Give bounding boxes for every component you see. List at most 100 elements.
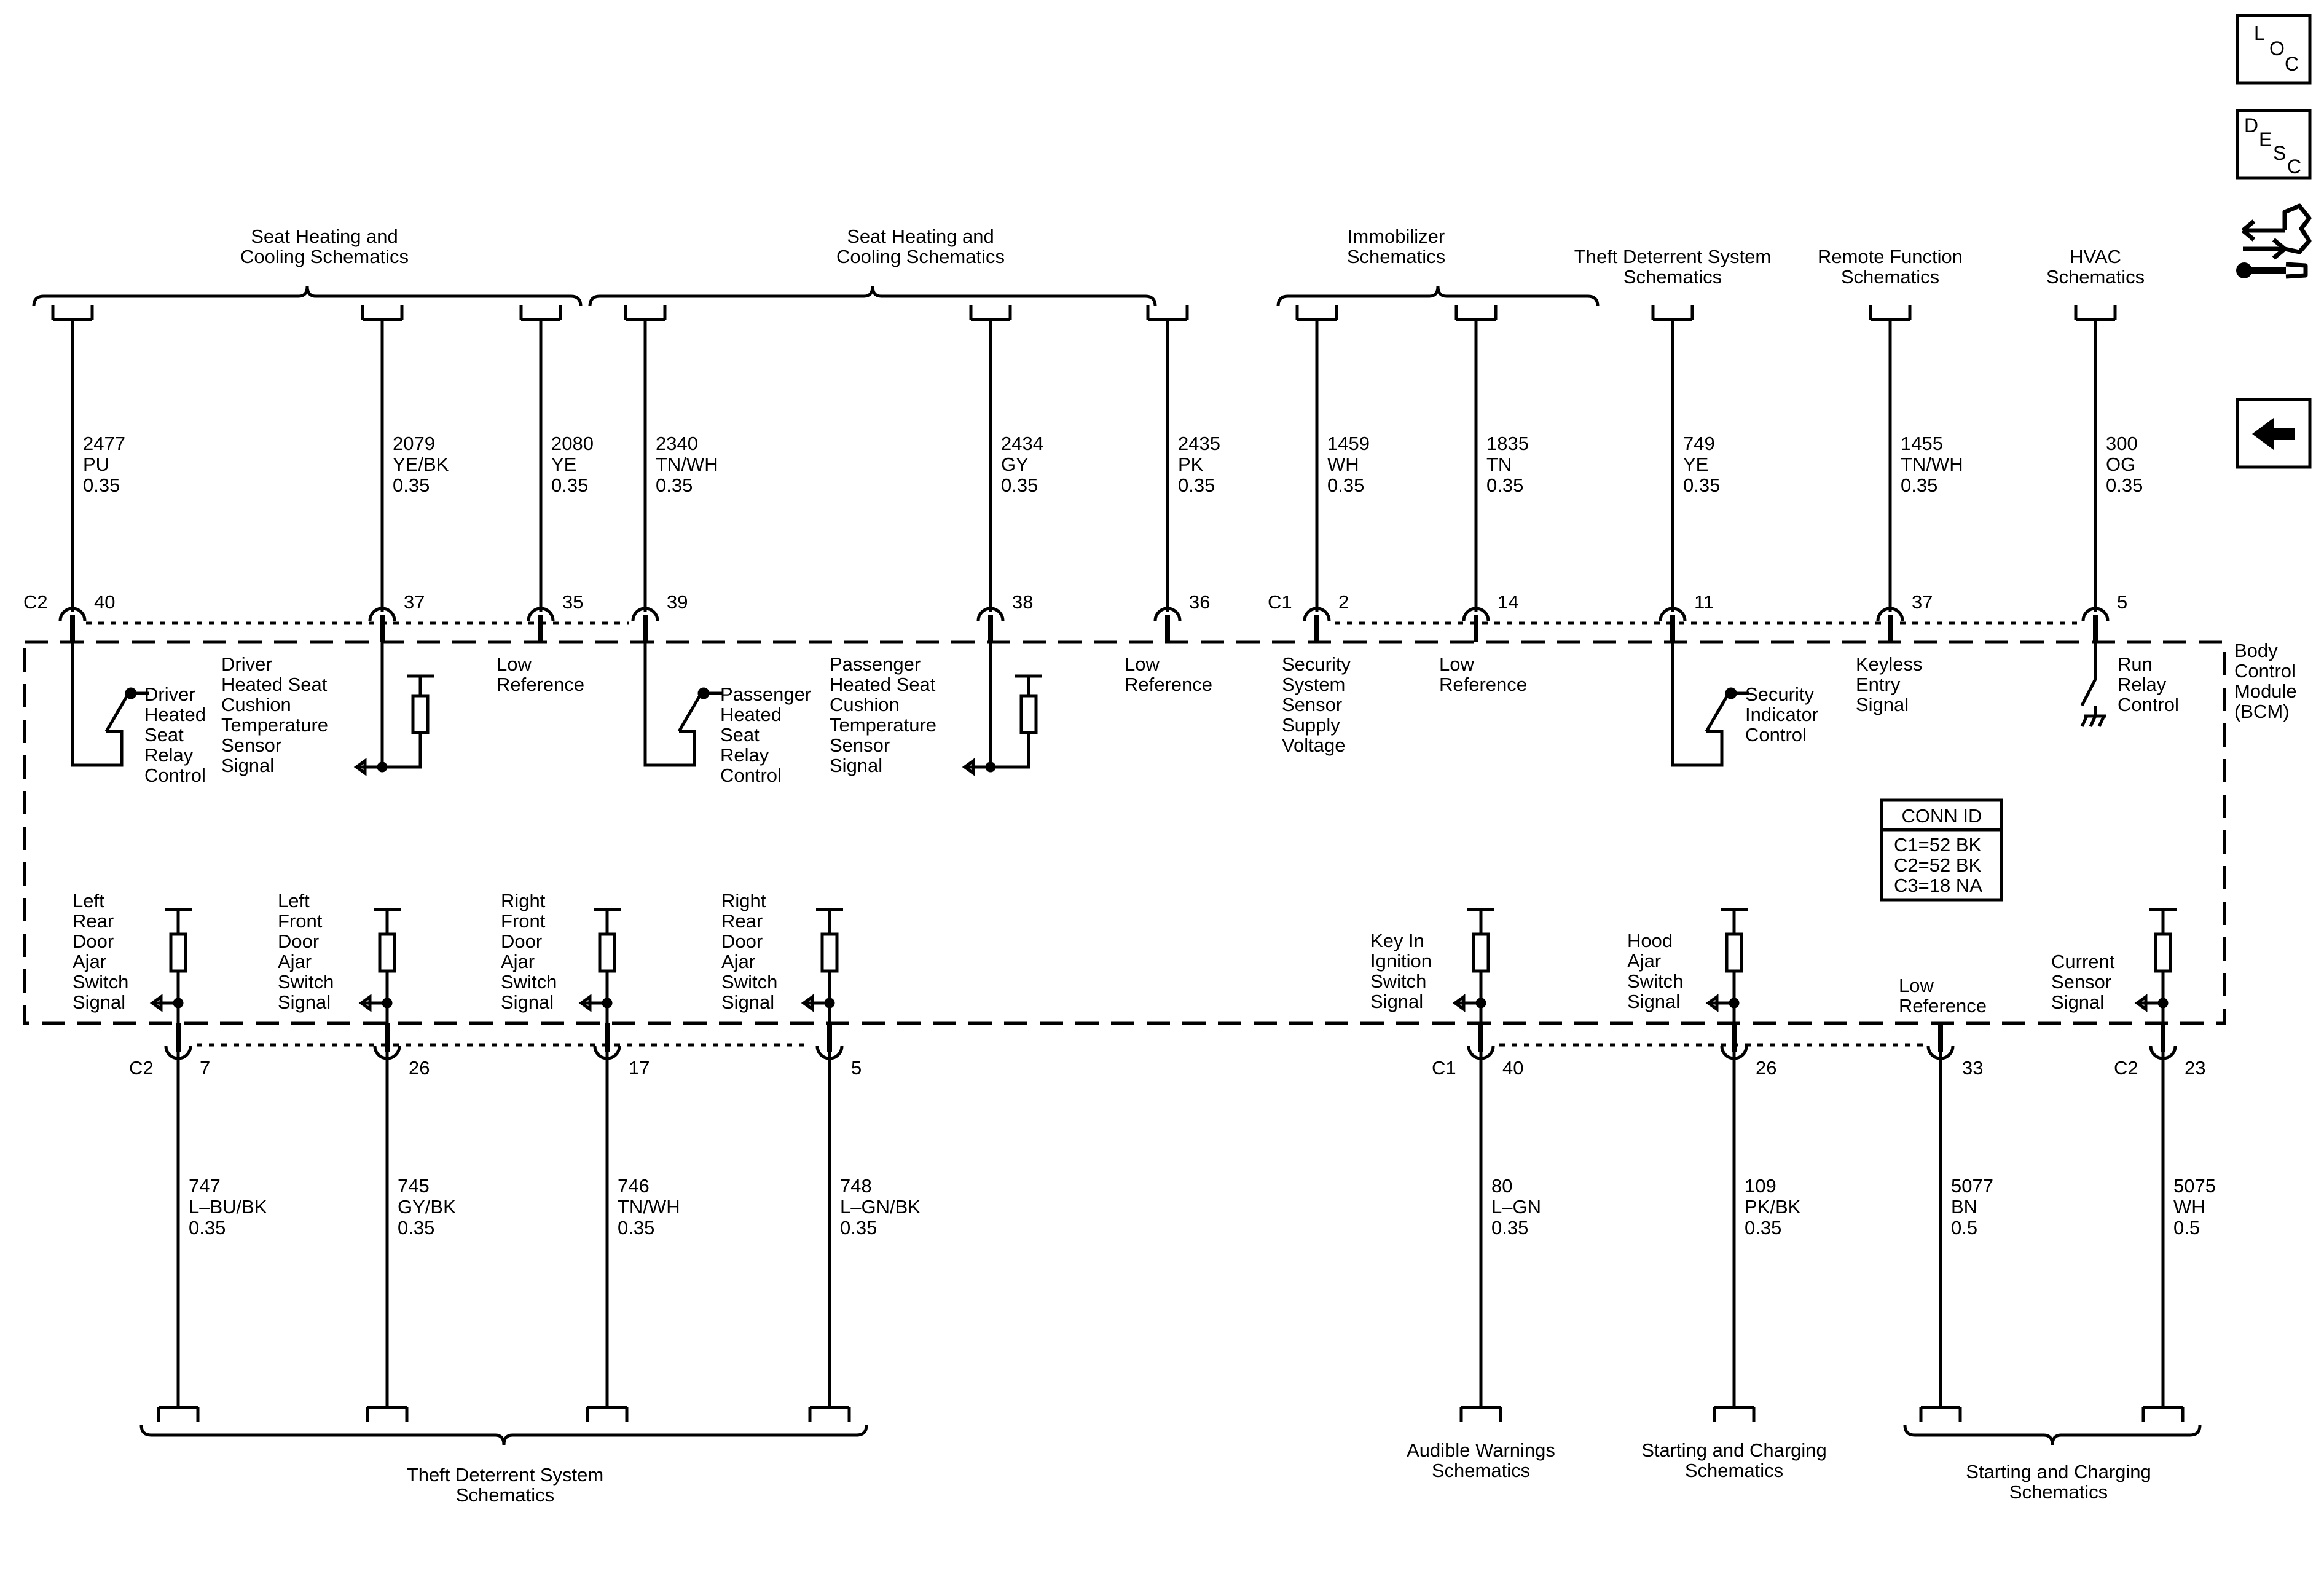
circuit-label: 748 (840, 1175, 872, 1197)
signal-label: Front (501, 910, 546, 932)
pullup-resistor (378, 932, 396, 973)
circuit-label: 2079 (393, 433, 435, 454)
signal-label: Voltage (1282, 734, 1345, 756)
back-button-frame[interactable] (2236, 398, 2312, 469)
circuit-label: 0.35 (618, 1217, 654, 1238)
signal-label: Reference (1899, 995, 1987, 1017)
signal-label: Low (1439, 653, 1474, 675)
desc-button-frame[interactable] (2236, 109, 2312, 180)
group-label: Schematics (1841, 266, 1939, 288)
signal-label: Low (1125, 653, 1160, 675)
connector-pin (1876, 607, 1904, 621)
signal-label: Door (501, 931, 542, 952)
wire-terminal (969, 305, 1012, 321)
signal-label: Signal (721, 991, 774, 1013)
circuit-label: 5075 (2173, 1175, 2216, 1197)
signal-label: Ajar (721, 951, 755, 972)
signal-label: Seat (720, 724, 760, 746)
signal-label: Ignition (1370, 950, 1432, 972)
circuit-label: 2477 (83, 433, 125, 454)
signal-label: Signal (73, 991, 125, 1013)
circuit-label: YE (1683, 454, 1708, 475)
conn-id-row: C2=52 BK (1894, 854, 1982, 876)
circuit-label: L–GN/BK (840, 1196, 921, 1218)
circuit-label: 0.35 (393, 474, 430, 496)
bcm-boundary (23, 640, 2226, 1025)
wire-terminal (1295, 305, 1338, 321)
desc-letter-e: E (2259, 128, 2272, 151)
signal-label: Switch (721, 971, 777, 993)
signal-label: Sensor (221, 734, 281, 756)
circuit-label: 5077 (1951, 1175, 1993, 1197)
circuit-label: TN/WH (1901, 454, 1963, 475)
schematic-brace (588, 286, 1157, 307)
pin-number: 37 (404, 591, 425, 613)
signal-label: Switch (1627, 970, 1683, 992)
signal-label: Heated Seat (221, 674, 328, 695)
signal-label: System (1282, 674, 1345, 695)
signal-label: Switch (278, 971, 334, 993)
reference-voltage (594, 908, 621, 934)
wire-terminal (808, 1406, 851, 1422)
pin-number: 5 (851, 1057, 862, 1079)
circuit-label: 0.35 (1327, 474, 1364, 496)
connector-end-view-icon[interactable] (2236, 203, 2312, 279)
signal-label: Control (1745, 724, 1807, 746)
circuit-label: TN/WH (656, 454, 718, 475)
circuit-label: 0.35 (1178, 474, 1215, 496)
signal-label: Ajar (1627, 950, 1661, 972)
circuit-label: 2340 (656, 433, 698, 454)
svg-text:Module: Module (2234, 680, 2297, 702)
group-label: Schematics (1623, 266, 1722, 288)
group-label: Starting and Charging (1641, 1439, 1827, 1461)
wire-terminal (624, 305, 667, 321)
circuit-label: 2080 (551, 433, 594, 454)
signal-label: Signal (1856, 694, 1909, 715)
signal-label: Key In (1370, 930, 1424, 951)
connector-id: C2 (129, 1057, 154, 1079)
circuit-label: GY/BK (398, 1196, 456, 1218)
signal-label: Ajar (501, 951, 535, 972)
connector-pin (1462, 607, 1490, 621)
group-label: Schematics (1432, 1460, 1530, 1481)
reference-voltage (407, 674, 434, 696)
loc-button-frame[interactable] (2236, 14, 2312, 85)
signal-label: Sensor (830, 734, 890, 756)
svg-text:Control: Control (2234, 660, 2296, 682)
circuit-label: 0.35 (840, 1217, 877, 1238)
circuit-label: TN/WH (618, 1196, 680, 1218)
signal-label: Security (1282, 653, 1351, 675)
connector-id: C1 (1268, 591, 1292, 613)
group-label: Schematics (1685, 1460, 1783, 1481)
bcm-label: Body Control Module (BCM) (2234, 640, 2297, 722)
signal-label: Security (1745, 683, 1814, 705)
circuit-label: 0.35 (1486, 474, 1523, 496)
schematic-brace (1903, 1425, 2202, 1446)
reference-voltage (1721, 908, 1748, 934)
wire-terminal (51, 305, 94, 321)
back-arrow-icon[interactable] (2252, 418, 2295, 450)
signal-label: Driver (221, 653, 272, 675)
connector-pin (1659, 607, 1687, 621)
reference-voltage (1015, 674, 1042, 696)
desc-letter-d: D (2244, 114, 2258, 136)
circuit-label: PU (83, 454, 109, 475)
wire-terminal (519, 305, 562, 321)
circuit-label: 1835 (1486, 433, 1529, 454)
pin-number: 2 (1338, 591, 1349, 613)
desc-letter-c: C (2287, 155, 2301, 178)
signal-label: Signal (1627, 991, 1680, 1012)
signal-label: Reference (1439, 674, 1527, 695)
group-label: Theft Deterrent System (1574, 246, 1771, 267)
signal-label: Temperature (221, 714, 328, 736)
circuit-label: 1455 (1901, 433, 1943, 454)
circuit-label: 2435 (1178, 433, 1220, 454)
pin-number: 11 (1694, 591, 1714, 613)
pin-number: 26 (409, 1057, 430, 1079)
connector-pin (58, 607, 87, 621)
circuit-label: OG (2106, 454, 2135, 475)
conn-id-title: CONN ID (1902, 805, 1982, 827)
signal-label: Heated (720, 704, 782, 725)
